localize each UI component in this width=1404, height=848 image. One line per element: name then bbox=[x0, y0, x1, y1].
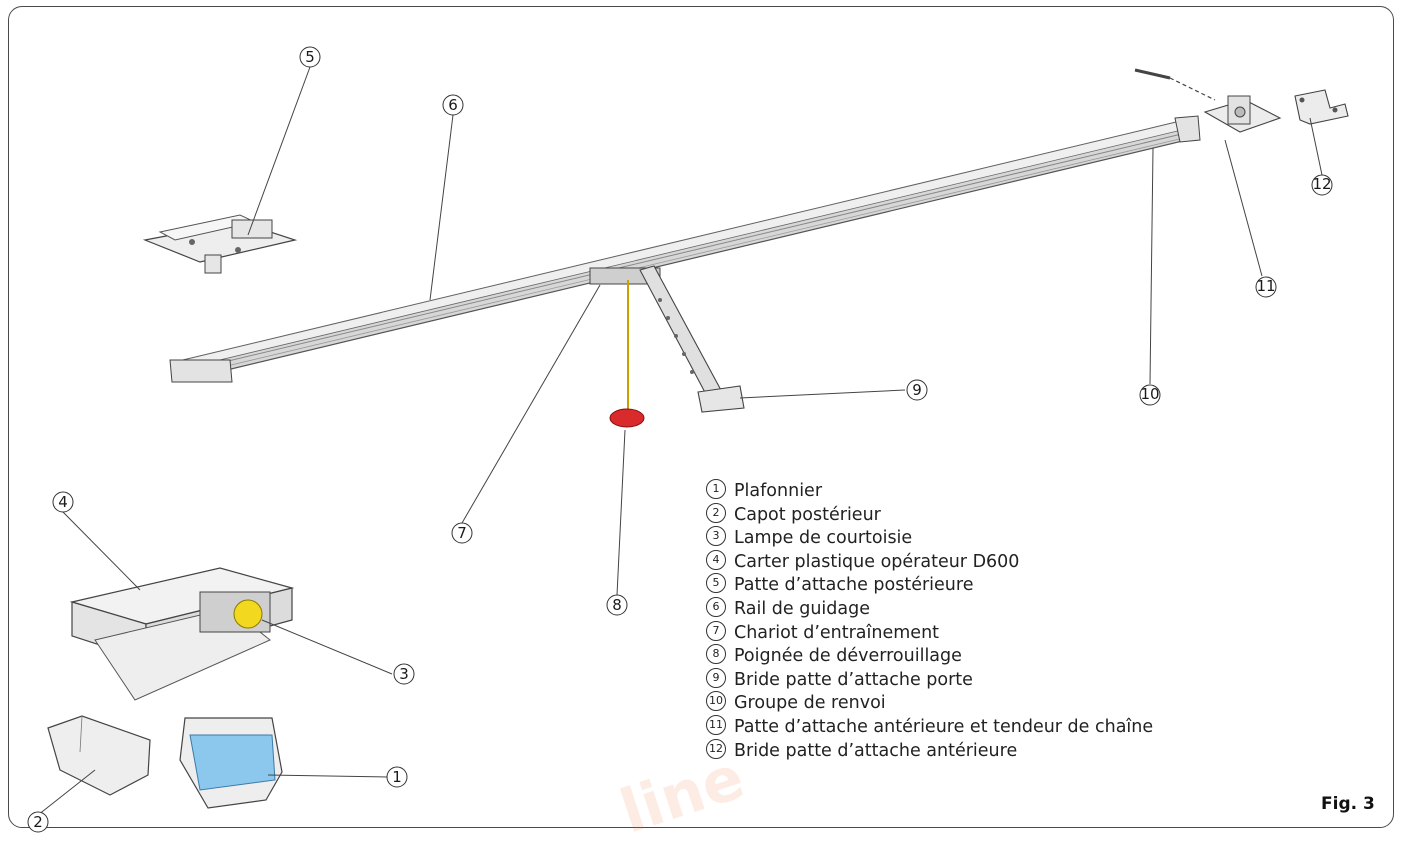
legend-number: 2 bbox=[706, 502, 726, 523]
legend-number: 4 bbox=[706, 549, 726, 570]
callout-12: 12 bbox=[1312, 175, 1331, 193]
legend-item: 6 Rail de guidage bbox=[706, 596, 1153, 622]
legend-text: Carter plastique opérateur D600 bbox=[734, 551, 1020, 572]
figure-frame bbox=[8, 6, 1394, 828]
legend-text: Bride patte d’attache porte bbox=[734, 669, 973, 690]
legend-number: 7 bbox=[706, 620, 726, 641]
legend-text: Patte d’attache postérieure bbox=[734, 575, 974, 596]
legend-item: 5 Patte d’attache postérieure bbox=[706, 573, 1153, 598]
legend-item: 11 Patte d’attache antérieure et tendeur … bbox=[706, 714, 1154, 740]
front-bracket-flange bbox=[1294, 89, 1349, 125]
legend-item: 8 Poignée de déverrouillage bbox=[706, 644, 1153, 669]
legend-text: Groupe de renvoi bbox=[734, 693, 886, 714]
light-diffuser bbox=[179, 717, 283, 809]
parts-legend: 1 Plafonnier 2 Capot postérieur 3 Lampe de … bbox=[706, 479, 1154, 764]
legend-text: Chariot d’entraînement bbox=[734, 622, 940, 643]
legend-text: Plafonnier bbox=[734, 481, 823, 501]
legend-text: Capot postérieur bbox=[734, 504, 881, 525]
callout-3: 3 bbox=[399, 665, 409, 683]
rear-bracket bbox=[142, 214, 298, 274]
legend-item: 10 Groupe de renvoi bbox=[706, 691, 1153, 716]
legend-text: Lampe de courtoisie bbox=[734, 528, 913, 549]
legend-item: 7 Chariot d’entraînement bbox=[706, 620, 1153, 646]
courtesy-lamp bbox=[233, 599, 263, 629]
carriage-and-door-arm bbox=[589, 265, 745, 413]
release-handle bbox=[609, 280, 645, 428]
callout-2: 2 bbox=[33, 813, 43, 831]
callout-5: 5 bbox=[305, 48, 315, 66]
callout-1: 1 bbox=[392, 768, 402, 786]
callout-11: 11 bbox=[1256, 277, 1275, 295]
callout-4: 4 bbox=[58, 493, 68, 511]
figure-label: Fig. 3 bbox=[1321, 794, 1375, 814]
legend-item: 2 Capot postérieur bbox=[706, 502, 1153, 528]
front-bracket bbox=[1134, 68, 1282, 133]
legend-number: 10 bbox=[706, 691, 726, 712]
legend-number: 9 bbox=[706, 667, 726, 688]
callout-8: 8 bbox=[612, 596, 622, 614]
legend-number: 1 bbox=[706, 479, 726, 499]
legend-number: 6 bbox=[706, 596, 726, 617]
legend-number: 5 bbox=[706, 573, 726, 594]
legend-number: 8 bbox=[706, 644, 726, 665]
callout-6: 6 bbox=[448, 96, 458, 114]
legend-number: 12 bbox=[706, 738, 726, 759]
legend-number: 11 bbox=[706, 714, 726, 735]
callout-9: 9 bbox=[912, 381, 922, 399]
legend-item: 9 Bride patte d’attache porte bbox=[706, 667, 1153, 693]
legend-text: Rail de guidage bbox=[734, 598, 870, 619]
legend-number: 3 bbox=[706, 526, 726, 547]
callout-7: 7 bbox=[457, 524, 467, 542]
legend-item: 3 Lampe de courtoisie bbox=[706, 526, 1153, 551]
guide-rail bbox=[169, 115, 1201, 383]
legend-text: Bride patte d’attache antérieure bbox=[734, 740, 1018, 761]
legend-text: Poignée de déverrouillage bbox=[734, 646, 962, 667]
rear-cover bbox=[47, 715, 151, 796]
legend-item: 12 Bride patte d’attache antérieure bbox=[706, 738, 1153, 764]
legend-item: 4 Carter plastique opérateur D600 bbox=[706, 549, 1153, 575]
legend-item: 1 Plafonnier bbox=[706, 479, 1153, 504]
legend-text: Patte d’attache antérieure et tendeur de… bbox=[734, 716, 1154, 737]
callout-10: 10 bbox=[1140, 385, 1159, 403]
